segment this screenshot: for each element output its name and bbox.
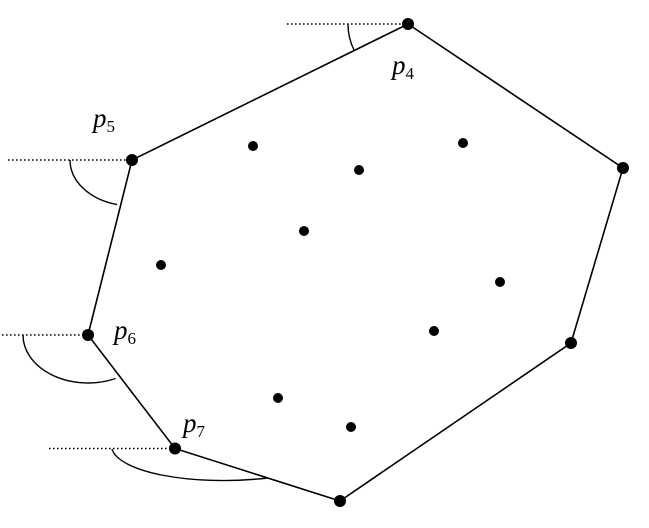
hull-outline [87, 23, 624, 502]
interior-point [273, 393, 283, 403]
interior-point [354, 165, 364, 175]
vertex-label-p5: p5 [93, 103, 116, 136]
interior-point [248, 141, 258, 151]
hull-vertex-p4 [402, 18, 414, 30]
vertex-label-subscript: 4 [405, 63, 415, 83]
hull-vertex-top-right [617, 162, 629, 174]
interior-point [346, 422, 356, 432]
interior-point [156, 260, 166, 270]
interior-point [429, 326, 439, 336]
angle-arc-p5 [69, 159, 118, 206]
vertex-label-p7: p7 [183, 408, 206, 441]
hull-vertex-bottom [334, 495, 346, 507]
hull-vertex-p6 [82, 329, 94, 341]
vertex-label-letter: p [183, 408, 197, 438]
angle-arc-p4 [347, 23, 355, 51]
vertex-label-letter: p [114, 315, 128, 345]
vertex-label-subscript: 6 [127, 328, 137, 348]
hull-vertex-p5 [126, 154, 138, 166]
vertex-label-subscript: 5 [106, 116, 116, 136]
vertex-label-p4: p4 [392, 50, 415, 83]
vertex-label-letter: p [93, 103, 107, 133]
vertex-label-letter: p [392, 50, 406, 80]
vertex-label-subscript: 7 [196, 421, 206, 441]
hull-vertex-p7 [169, 442, 181, 455]
interior-point [495, 277, 505, 287]
hull-vertex-right [565, 337, 577, 349]
angle-arc-p7 [111, 448, 269, 482]
angle-arc-p6 [22, 334, 116, 384]
interior-point [458, 138, 468, 148]
vertex-label-p6: p6 [114, 315, 137, 348]
interior-point [299, 226, 309, 236]
